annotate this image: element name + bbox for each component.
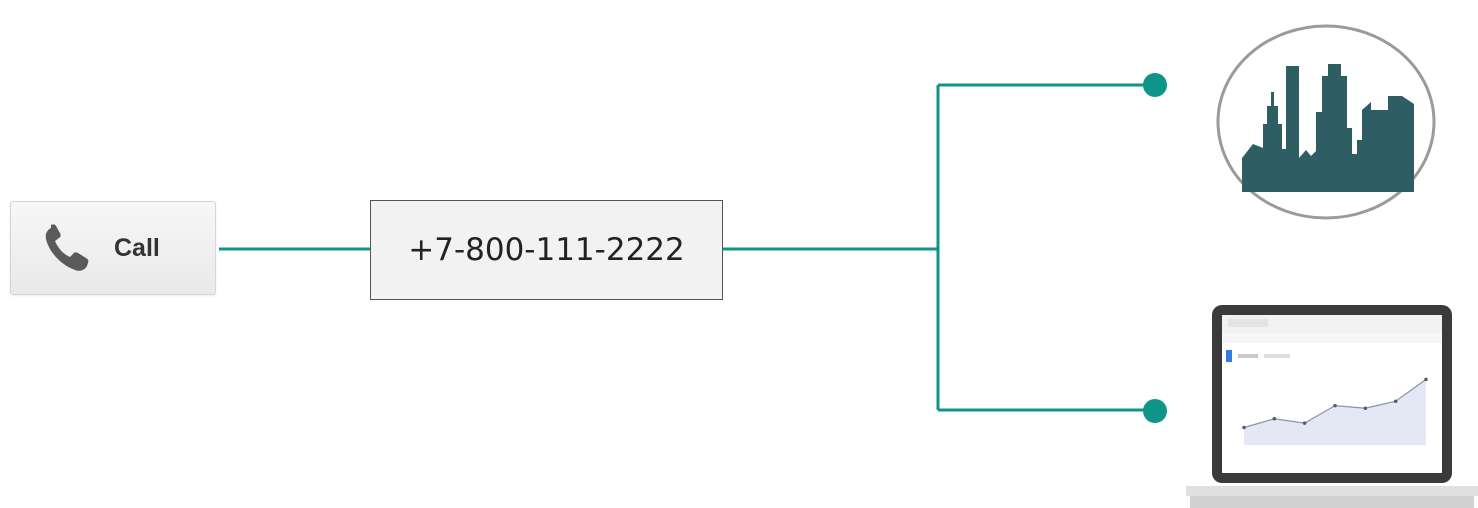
call-button-label: Call bbox=[114, 234, 160, 262]
call-button[interactable]: Call bbox=[10, 201, 216, 295]
laptop-chart-point bbox=[1424, 377, 1428, 382]
laptop-analytics-icon bbox=[1186, 305, 1478, 508]
laptop-chart-point bbox=[1393, 399, 1398, 404]
laptop-chart-point bbox=[1363, 406, 1368, 411]
phone-icon bbox=[45, 224, 89, 271]
laptop-chart-point bbox=[1242, 425, 1246, 430]
connector-endpoint-bottom bbox=[1143, 399, 1167, 423]
phone-number-box: +7-800-111-2222 bbox=[370, 200, 723, 300]
laptop-chart-point bbox=[1333, 403, 1337, 408]
phone-number-text: +7-800-111-2222 bbox=[408, 232, 685, 268]
laptop-chart-point bbox=[1302, 421, 1307, 425]
connector-endpoint-top bbox=[1143, 73, 1167, 97]
city-skyline-icon bbox=[1216, 24, 1436, 220]
laptop-chart-area bbox=[1244, 379, 1426, 445]
laptop-chart-point bbox=[1272, 416, 1277, 421]
laptop-line-chart bbox=[1242, 377, 1428, 445]
laptop-base bbox=[1186, 486, 1478, 496]
